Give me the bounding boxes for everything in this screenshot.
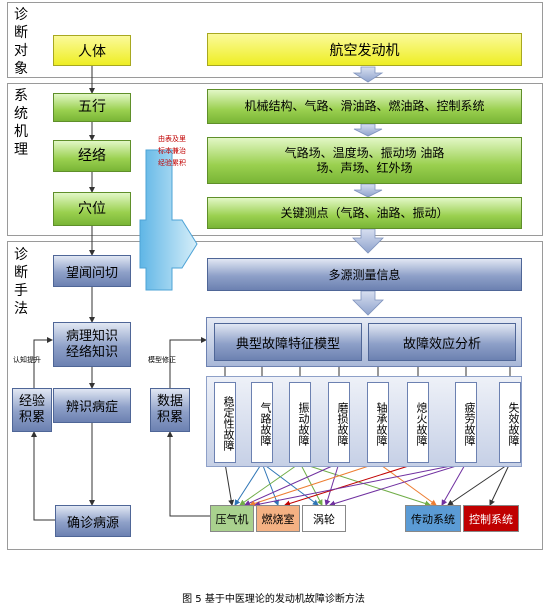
node-pathology-label: 病理知识 经络知识 [65,328,118,360]
node-pathology: 病理知识 经络知识 [53,322,131,367]
node-wuxing-label: 五行 [78,99,106,115]
component-control-label: 控制系统 [469,512,513,526]
block-arrow-1 [352,66,384,83]
node-keypoints-label: 关键测点（气路、油路、振动） [280,205,449,220]
node-confirm-label: 确诊病源 [66,515,119,531]
fault-fatigue: 疲劳故障 [455,382,477,463]
node-mech: 机械结构、气路、滑油路、燃油路、控制系统 [207,89,522,124]
node-xuewei: 穴位 [53,192,131,226]
block-arrow-4 [352,228,384,254]
fault-vibration: 振动故障 [289,382,311,463]
node-data-accum-label: 数据积累 [156,394,183,425]
node-jingluo: 经络 [53,140,131,172]
node-keypoints: 关键测点（气路、油路、振动） [207,197,522,229]
component-transmission: 传动系统 [405,505,461,532]
fault-gas-path: 气路故障 [251,382,273,463]
node-data-accum: 数据积累 [150,388,190,432]
note-jingyan: 经验累积 [158,159,186,167]
fault-component-links [224,462,511,507]
component-turbine: 涡轮 [302,505,346,532]
label-cognition-up: 认知提升 [13,356,41,364]
node-wangwen: 望闻问切 [53,255,131,287]
big-mapping-arrow [139,149,198,291]
node-experience-label: 经验积累 [18,394,45,425]
note-biao-ben: 标本兼治 [158,147,186,155]
arrow-confirm-experience [31,431,55,521]
section-label-mechanism: 系统机理 [14,88,28,158]
section-label-method: 诊断手法 [14,247,28,317]
node-engine: 航空发动机 [207,33,522,66]
fault-stability: 稳定性故障 [214,382,236,463]
figure-caption: 图 5 基于中医理论的发动机故障诊断方法 [182,594,365,605]
fault-failure: 失效故障 [499,382,521,463]
node-multisource: 多源测量信息 [207,258,522,291]
block-arrow-2 [353,123,383,137]
component-compressor: 压气机 [210,505,254,532]
node-multisource-label: 多源测量信息 [328,268,401,282]
arrow-data-model [169,337,207,388]
fault-wear: 磨损故障 [328,382,350,463]
section-label-object: 诊断对象 [14,7,28,77]
node-wangwen-label: 望闻问切 [65,265,118,281]
node-human: 人体 [53,35,131,66]
node-typical-model-label: 典型故障特征模型 [235,336,340,352]
node-experience: 经验积累 [12,388,52,432]
node-wuxing: 五行 [53,93,131,122]
component-turbine-label: 涡轮 [313,512,335,526]
block-arrow-3 [353,183,383,198]
node-effect-analysis: 故障效应分析 [368,323,516,361]
node-fields-label: 气路场、温度场、振动场 油路场、声场、红外场 [284,145,445,175]
label-model-fix: 模型修正 [148,356,176,364]
component-transmission-label: 传动系统 [411,512,455,526]
node-bianshi: 辨识病症 [53,388,131,423]
node-human-label: 人体 [78,43,106,60]
node-xuewei-label: 穴位 [78,200,106,217]
component-combustor-label: 燃烧室 [261,512,295,526]
node-confirm: 确诊病源 [55,505,131,537]
component-compressor-label: 压气机 [215,512,249,526]
node-jingluo-label: 经络 [78,147,106,164]
note-biao-li: 由表及里 [158,135,186,143]
node-engine-label: 航空发动机 [329,42,400,59]
component-combustor: 燃烧室 [256,505,300,532]
node-typical-model: 典型故障特征模型 [214,323,362,361]
node-effect-analysis-label: 故障效应分析 [402,336,481,352]
node-mech-label: 机械结构、气路、滑油路、燃油路、控制系统 [244,99,485,113]
node-fields: 气路场、温度场、振动场 油路场、声场、红外场 [207,137,522,184]
arrow-experience-pathology [33,337,53,388]
node-bianshi-label: 辨识病症 [65,400,118,415]
component-control: 控制系统 [463,505,519,532]
fault-bearing: 轴承故障 [367,382,389,463]
arrow-components-data [167,431,210,517]
block-arrow-5 [352,290,384,316]
fault-flameout: 熄火故障 [407,382,429,463]
